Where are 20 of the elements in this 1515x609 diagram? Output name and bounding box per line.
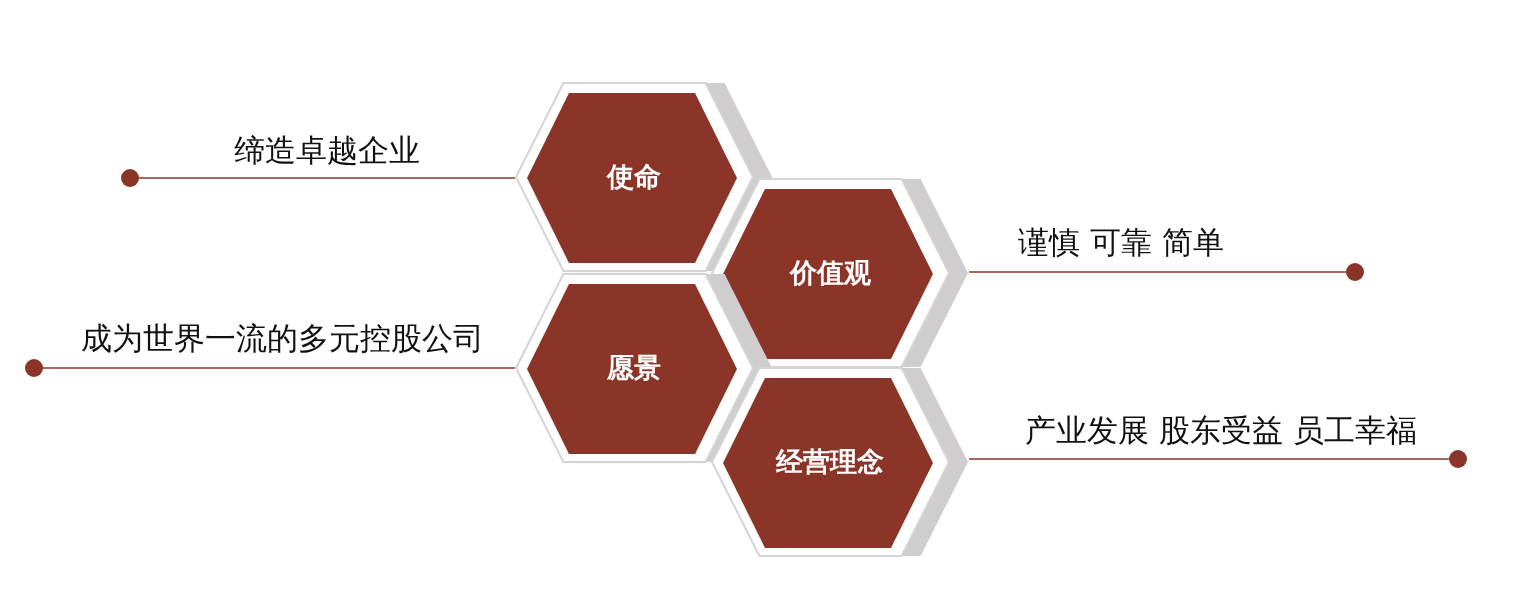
edge-label: 产业发展 股东受益 员工幸福 (1025, 412, 1417, 448)
connector-line (42, 367, 516, 369)
dot (25, 359, 43, 377)
connector-line (968, 458, 1450, 460)
hexagon-title: 愿景 (606, 351, 662, 385)
connector-line (968, 271, 1347, 273)
hexagon-title: 经营理念 (774, 445, 885, 479)
hexagon-title: 使命 (605, 160, 662, 194)
hexagon (515, 273, 773, 463)
dot (1346, 263, 1364, 281)
hexagon (711, 178, 969, 368)
hexagon (515, 82, 773, 272)
edge-label: 谨慎 可靠 简单 (1018, 224, 1224, 260)
edge-label: 成为世界一流的多元控股公司 (80, 320, 484, 356)
dot (1449, 450, 1467, 468)
dot (121, 169, 139, 187)
connector-line (138, 177, 516, 179)
edge-label: 缔造卓越企业 (234, 132, 420, 168)
hexagon-title: 价值观 (788, 256, 872, 290)
hexagon (711, 367, 969, 557)
